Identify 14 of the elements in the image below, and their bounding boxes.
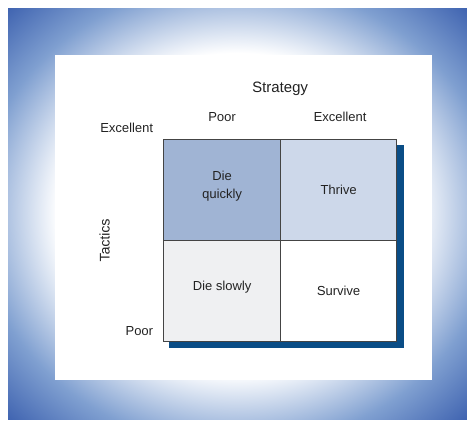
quadrant-label: Thrive [320, 181, 357, 199]
row-header: Poor [126, 323, 153, 338]
axis-title: Strategy [252, 79, 308, 96]
quadrant-cell [163, 240, 281, 342]
row-header: Excellent [100, 120, 153, 135]
quadrant-cell [163, 139, 281, 241]
quadrant-label: Die quickly [201, 167, 243, 203]
quadrant-cell [280, 139, 397, 241]
quadrant-cell [280, 240, 397, 342]
quadrant-label: Die slowly [192, 277, 252, 295]
column-header: Excellent [314, 109, 366, 124]
quadrant-label: Survive [316, 282, 360, 300]
axis-title: Tactics [96, 218, 112, 262]
column-header: Poor [208, 109, 236, 124]
